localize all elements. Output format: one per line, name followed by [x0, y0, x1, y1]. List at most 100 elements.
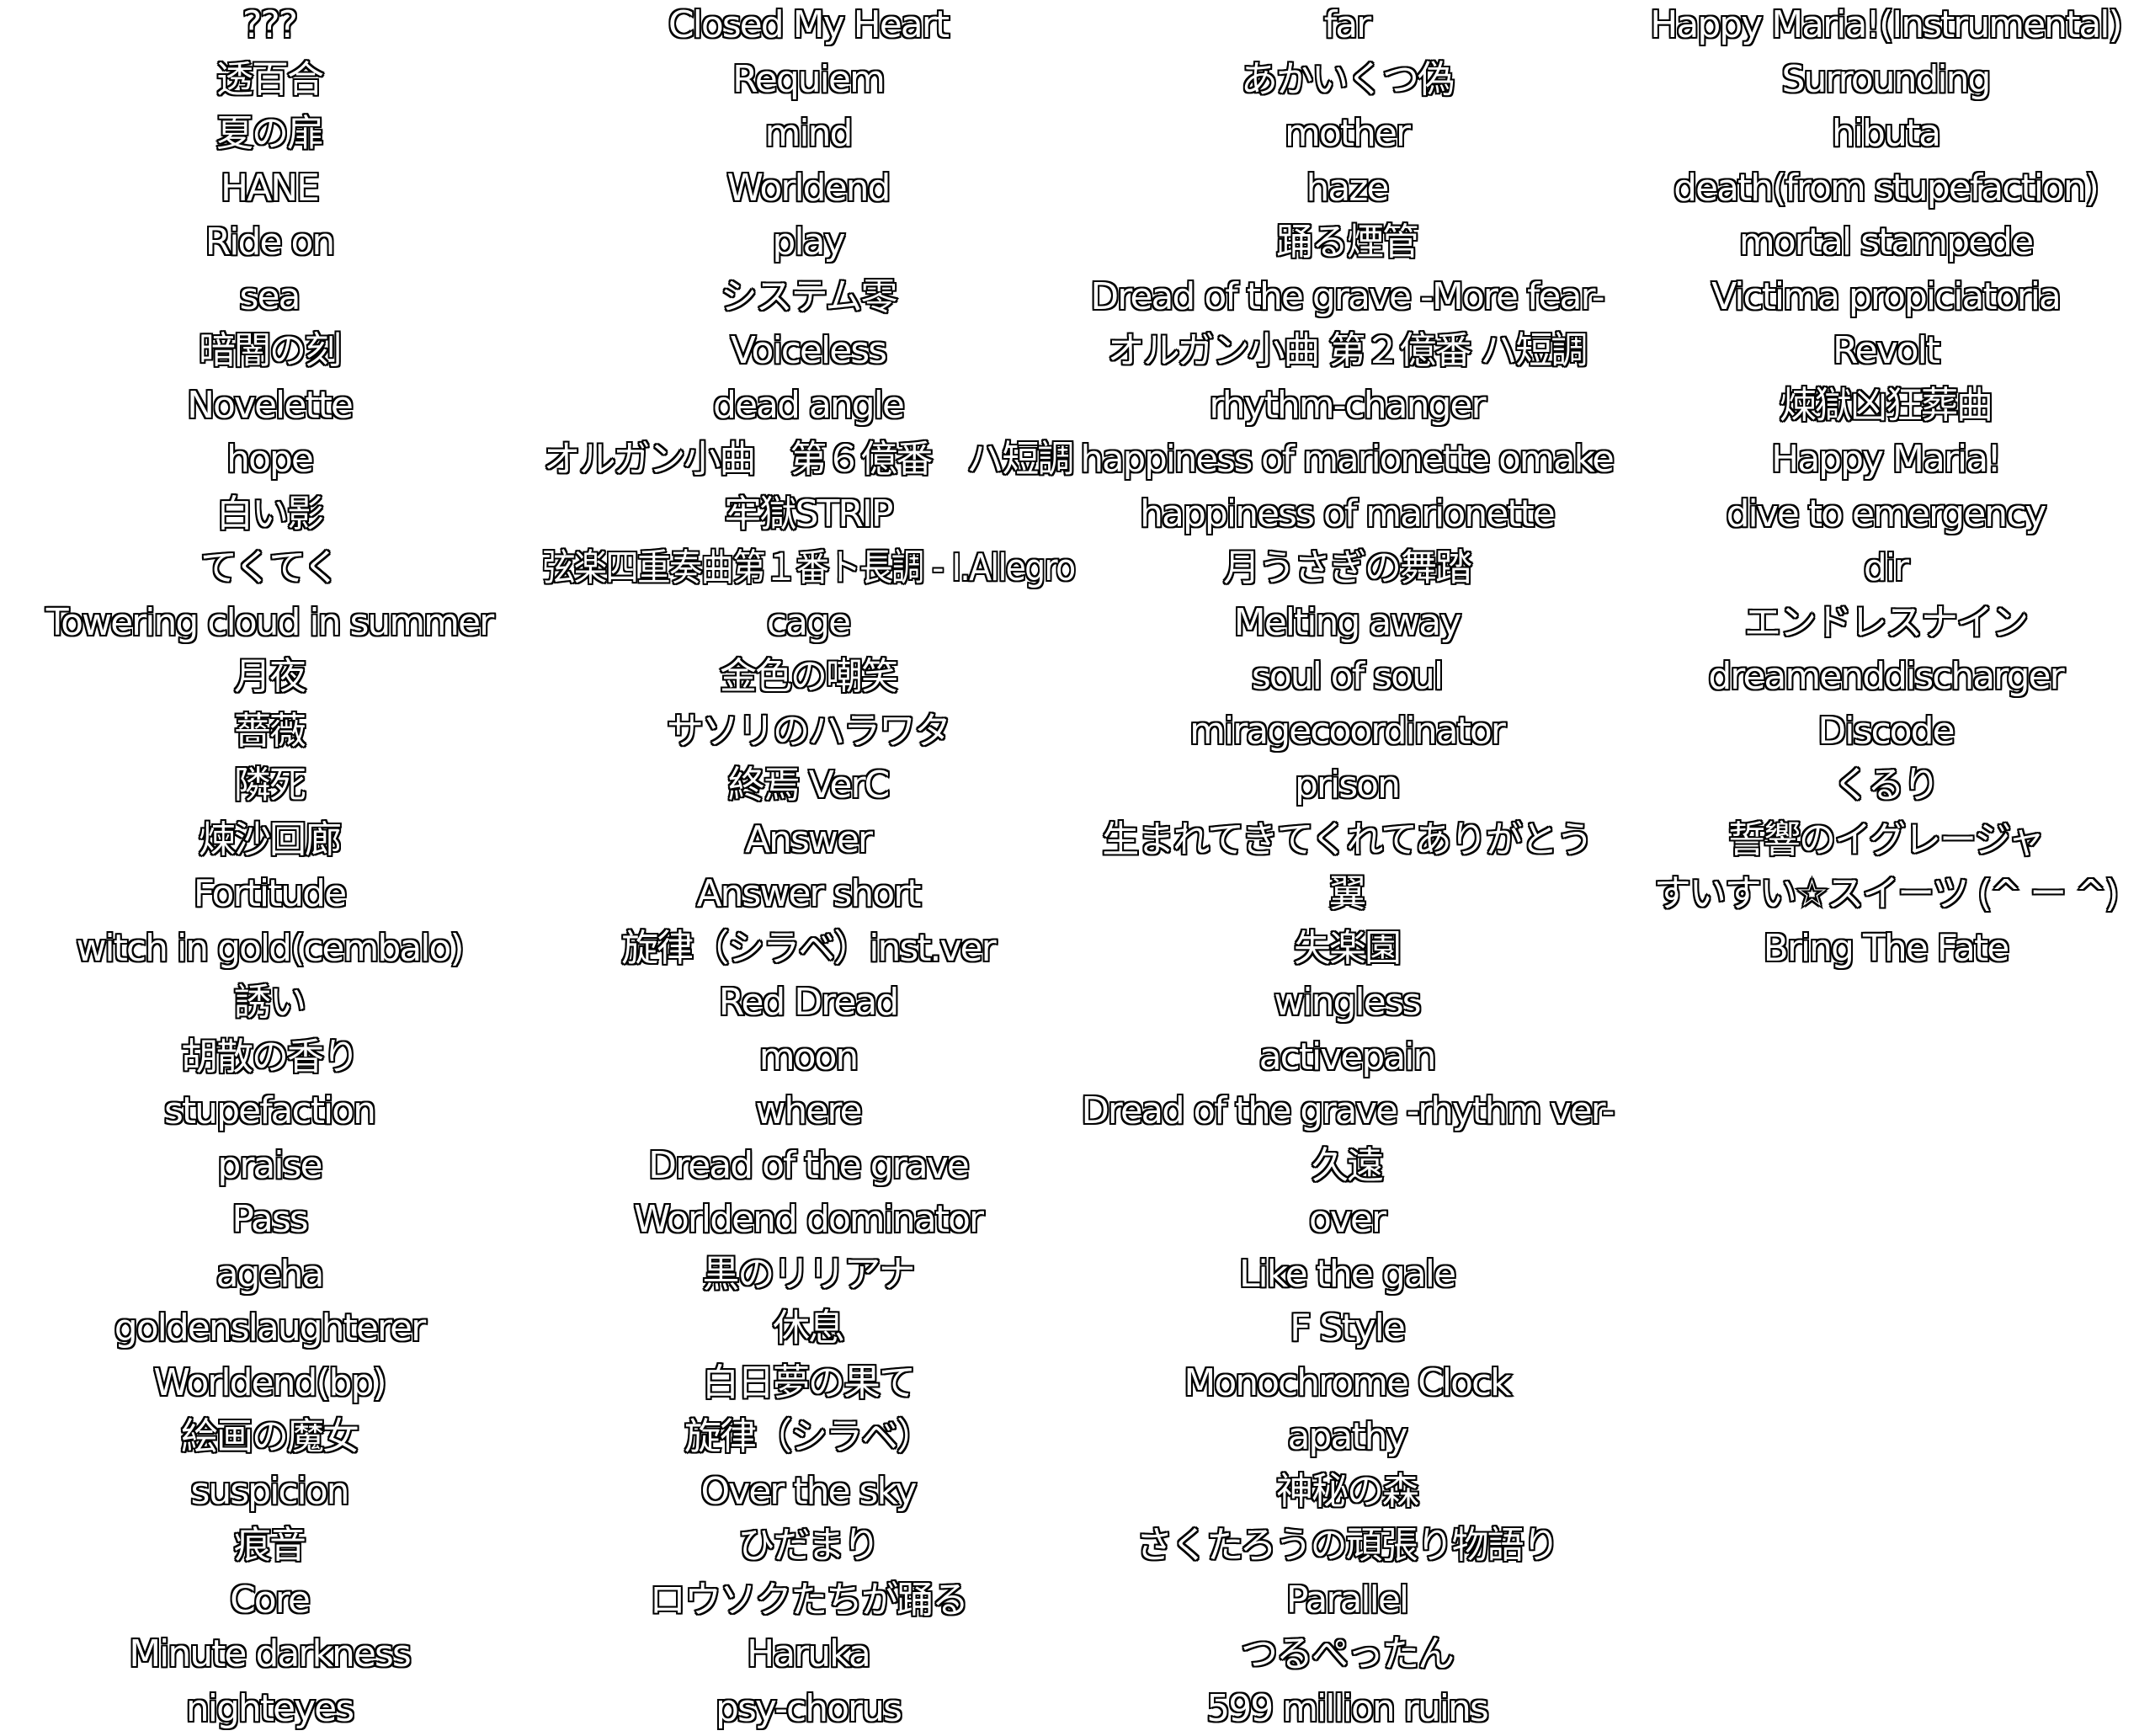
- track-title: Closed My Heart: [668, 0, 948, 53]
- track-title: Red Dread: [719, 976, 898, 1030]
- track-title: Monochrome Clock: [1184, 1356, 1509, 1411]
- track-title: hibuta: [1832, 107, 1940, 162]
- track-title: 夏の扉: [216, 107, 322, 162]
- track-title: すいすい☆スイーツ (^ ー ^): [1654, 867, 2118, 922]
- track-title: miragecoordinator: [1189, 705, 1504, 759]
- track-title: sea: [240, 270, 300, 325]
- track-title: Novelette: [187, 379, 352, 434]
- track-title: 休息: [773, 1302, 843, 1356]
- track-title: prison: [1295, 759, 1399, 813]
- track-title: soul of soul: [1252, 650, 1442, 705]
- track-title: Parallel: [1286, 1574, 1407, 1628]
- track-title: wingless: [1274, 976, 1419, 1030]
- track-title: 旋律（シラベ）inst.ver: [621, 922, 994, 977]
- track-title: Dread of the grave: [648, 1139, 968, 1194]
- track-title: 月うさぎの舞踏: [1223, 541, 1471, 596]
- track-title: Minute darkness: [129, 1627, 410, 1682]
- track-title: Victima propiciatoria: [1711, 270, 2060, 325]
- track-title: Ride on: [205, 216, 334, 270]
- track-title: stupefaction: [164, 1084, 375, 1139]
- track-title: Happy Maria!: [1771, 433, 2000, 487]
- track-title: Core: [230, 1574, 309, 1628]
- track-title: 599 million ruins: [1206, 1682, 1487, 1736]
- track-title: activepain: [1259, 1030, 1435, 1085]
- track-title: さくたろうの頑張り物語り: [1136, 1519, 1557, 1574]
- track-title: HANE: [221, 162, 318, 216]
- track-title: Worldend dominator: [634, 1193, 982, 1248]
- track-title: Dread of the grave -More fear-: [1090, 270, 1603, 325]
- track-title: suspicion: [190, 1465, 348, 1520]
- track-title: Worldend(bp): [153, 1356, 385, 1411]
- track-title: 胡散の香り: [181, 1030, 358, 1085]
- track-title: 透百合: [216, 53, 322, 108]
- track-title: cage: [767, 596, 849, 651]
- track-title: Answer short: [696, 867, 919, 922]
- track-title: つるぺったん: [1241, 1627, 1453, 1682]
- track-title: haze: [1306, 162, 1387, 216]
- track-title: ロウソクたちが踊る: [649, 1574, 967, 1628]
- track-title: psy-chorus: [716, 1682, 901, 1736]
- track-title: happiness of marionette omake: [1081, 433, 1613, 487]
- track-title: F Style: [1290, 1302, 1404, 1356]
- track-title: nighteyes: [186, 1682, 353, 1736]
- track-title: オルガン小曲 第６億番 ハ短調: [544, 433, 1073, 487]
- track-title: Discode: [1817, 705, 1953, 759]
- track-title: 生まれてきてくれてありがとう: [1102, 813, 1591, 868]
- track-title: 白い影: [216, 487, 322, 542]
- track-title: あかいくつ偽: [1241, 53, 1453, 108]
- track-title: Like the gale: [1239, 1248, 1455, 1302]
- track-title: 黒のリリアナ: [702, 1248, 913, 1302]
- track-title: Towering cloud in summer: [46, 596, 492, 651]
- track-title: Fortitude: [194, 867, 345, 922]
- track-title: Over the sky: [701, 1465, 916, 1520]
- track-title: 牢獄STRIP: [725, 487, 892, 542]
- track-title: 久遠: [1312, 1139, 1382, 1194]
- track-title: play: [772, 216, 843, 270]
- track-title: mother: [1285, 107, 1409, 162]
- track-title: エンドレスナイン: [1744, 596, 2027, 651]
- track-title: far: [1324, 0, 1370, 53]
- track-title: Dread of the grave -rhythm ver-: [1081, 1084, 1613, 1139]
- track-title: Surrounding: [1782, 53, 1990, 108]
- track-title: Answer: [745, 813, 871, 868]
- track-title: 誓響のイグレージャ: [1728, 813, 2043, 868]
- track-title: 痕音: [234, 1519, 305, 1574]
- track-title: 隣死: [234, 759, 305, 813]
- track-title: Melting away: [1234, 596, 1461, 651]
- track-title: 誘い: [234, 976, 305, 1030]
- track-title: 煉沙回廊: [199, 813, 340, 868]
- track-title: Revolt: [1833, 324, 1939, 379]
- track-title: dir: [1864, 541, 1908, 596]
- track-title: Pass: [231, 1193, 306, 1248]
- track-title: Haruka: [747, 1627, 870, 1682]
- track-title: 金色の嘲笑: [720, 650, 897, 705]
- track-title: 絵画の魔女: [181, 1410, 358, 1465]
- track-title: witch in gold(cembalo): [76, 922, 462, 977]
- track-title: Bring The Fate: [1764, 922, 2009, 977]
- track-title: 煉獄凶狂葬曲: [1780, 379, 1992, 434]
- track-title: dive to emergency: [1727, 487, 2046, 542]
- track-title: サソリのハラワタ: [667, 705, 950, 759]
- track-title: 神秘の森: [1276, 1465, 1418, 1520]
- track-title: over: [1309, 1193, 1385, 1248]
- track-title: rhythm-changer: [1209, 379, 1484, 434]
- track-title: goldenslaughterer: [114, 1302, 424, 1356]
- track-title: moon: [759, 1030, 858, 1085]
- track-title: てくてく: [200, 541, 338, 596]
- track-title: dreamenddischarger: [1708, 650, 2062, 705]
- track-title: 薔薇: [234, 705, 305, 759]
- track-title: ひだまり: [737, 1519, 878, 1574]
- track-title: Worldend: [727, 162, 890, 216]
- track-title: 旋律（シラベ）: [684, 1410, 932, 1465]
- track-title: オルガン小曲 第２億番 ハ短調: [1108, 324, 1587, 379]
- track-title: 踊る煙管: [1276, 216, 1418, 270]
- track-title: Voiceless: [731, 324, 886, 379]
- track-title: praise: [217, 1139, 321, 1194]
- track-title: 白日夢の果て: [702, 1356, 914, 1411]
- track-title: システム零: [721, 270, 897, 325]
- track-title: くるり: [1833, 759, 1938, 813]
